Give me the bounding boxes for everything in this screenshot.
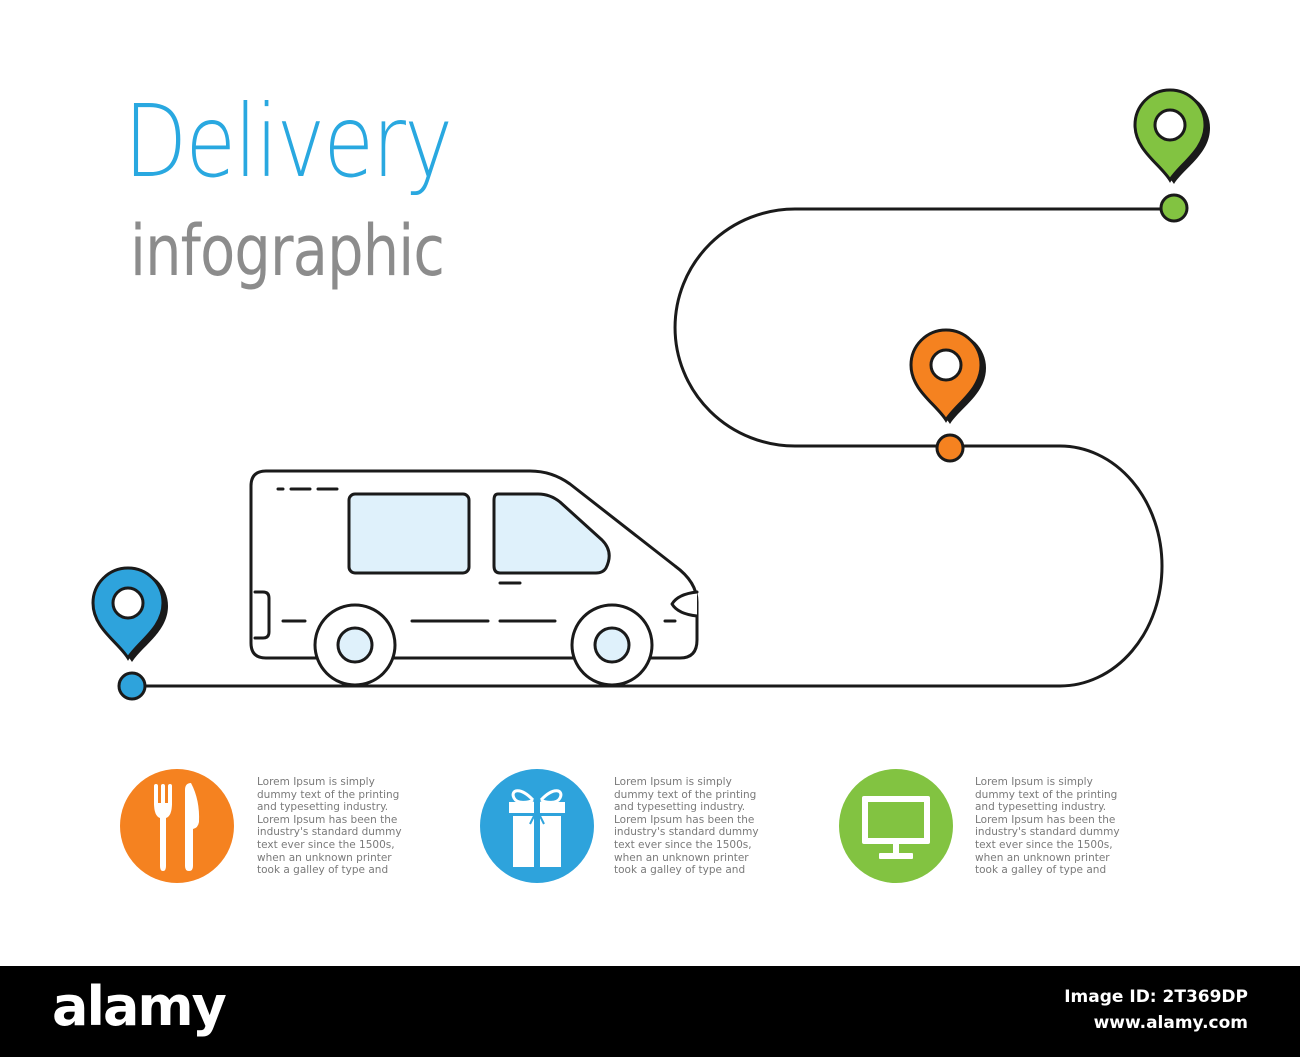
info-text-1: Lorem Ipsum is simply dummy text of the …: [257, 776, 402, 877]
gift-box-icon: [509, 789, 565, 867]
van-window-rear: [492, 492, 611, 575]
watermark-brand: alamy: [52, 975, 227, 1038]
title: Delivery: [124, 83, 453, 200]
route-line: [132, 207, 1172, 688]
info-icon-2: [480, 769, 594, 883]
middle-pin: [909, 328, 986, 424]
info-text-3: Lorem Ipsum is simply dummy text of the …: [975, 776, 1120, 877]
info-icon-1: [120, 769, 234, 883]
start-dot: [117, 671, 147, 701]
van-window-front: [347, 492, 471, 575]
start-pin: [91, 566, 168, 662]
monitor-icon: [862, 796, 930, 859]
destination-dot: [1159, 193, 1189, 223]
van-head-light: [670, 590, 699, 618]
subtitle: infographic: [130, 210, 445, 292]
fork-knife-icon: [154, 783, 200, 871]
info-icon-3: [839, 769, 953, 883]
info-text-2: Lorem Ipsum is simply dummy text of the …: [614, 776, 759, 877]
van-tail-light: [253, 590, 271, 640]
delivery-van-icon: [249, 469, 699, 687]
route-diagram: [91, 88, 1210, 883]
middle-dot: [935, 433, 965, 463]
infographic-canvas: Delivery infographic: [91, 83, 1210, 883]
destination-pin: [1133, 88, 1210, 184]
watermark-site: www.alamy.com: [1093, 1013, 1248, 1033]
orange-circle: [120, 769, 234, 883]
watermark-image-id: Image ID: 2T369DP: [1064, 987, 1248, 1007]
watermark-bar: [0, 966, 1300, 1057]
